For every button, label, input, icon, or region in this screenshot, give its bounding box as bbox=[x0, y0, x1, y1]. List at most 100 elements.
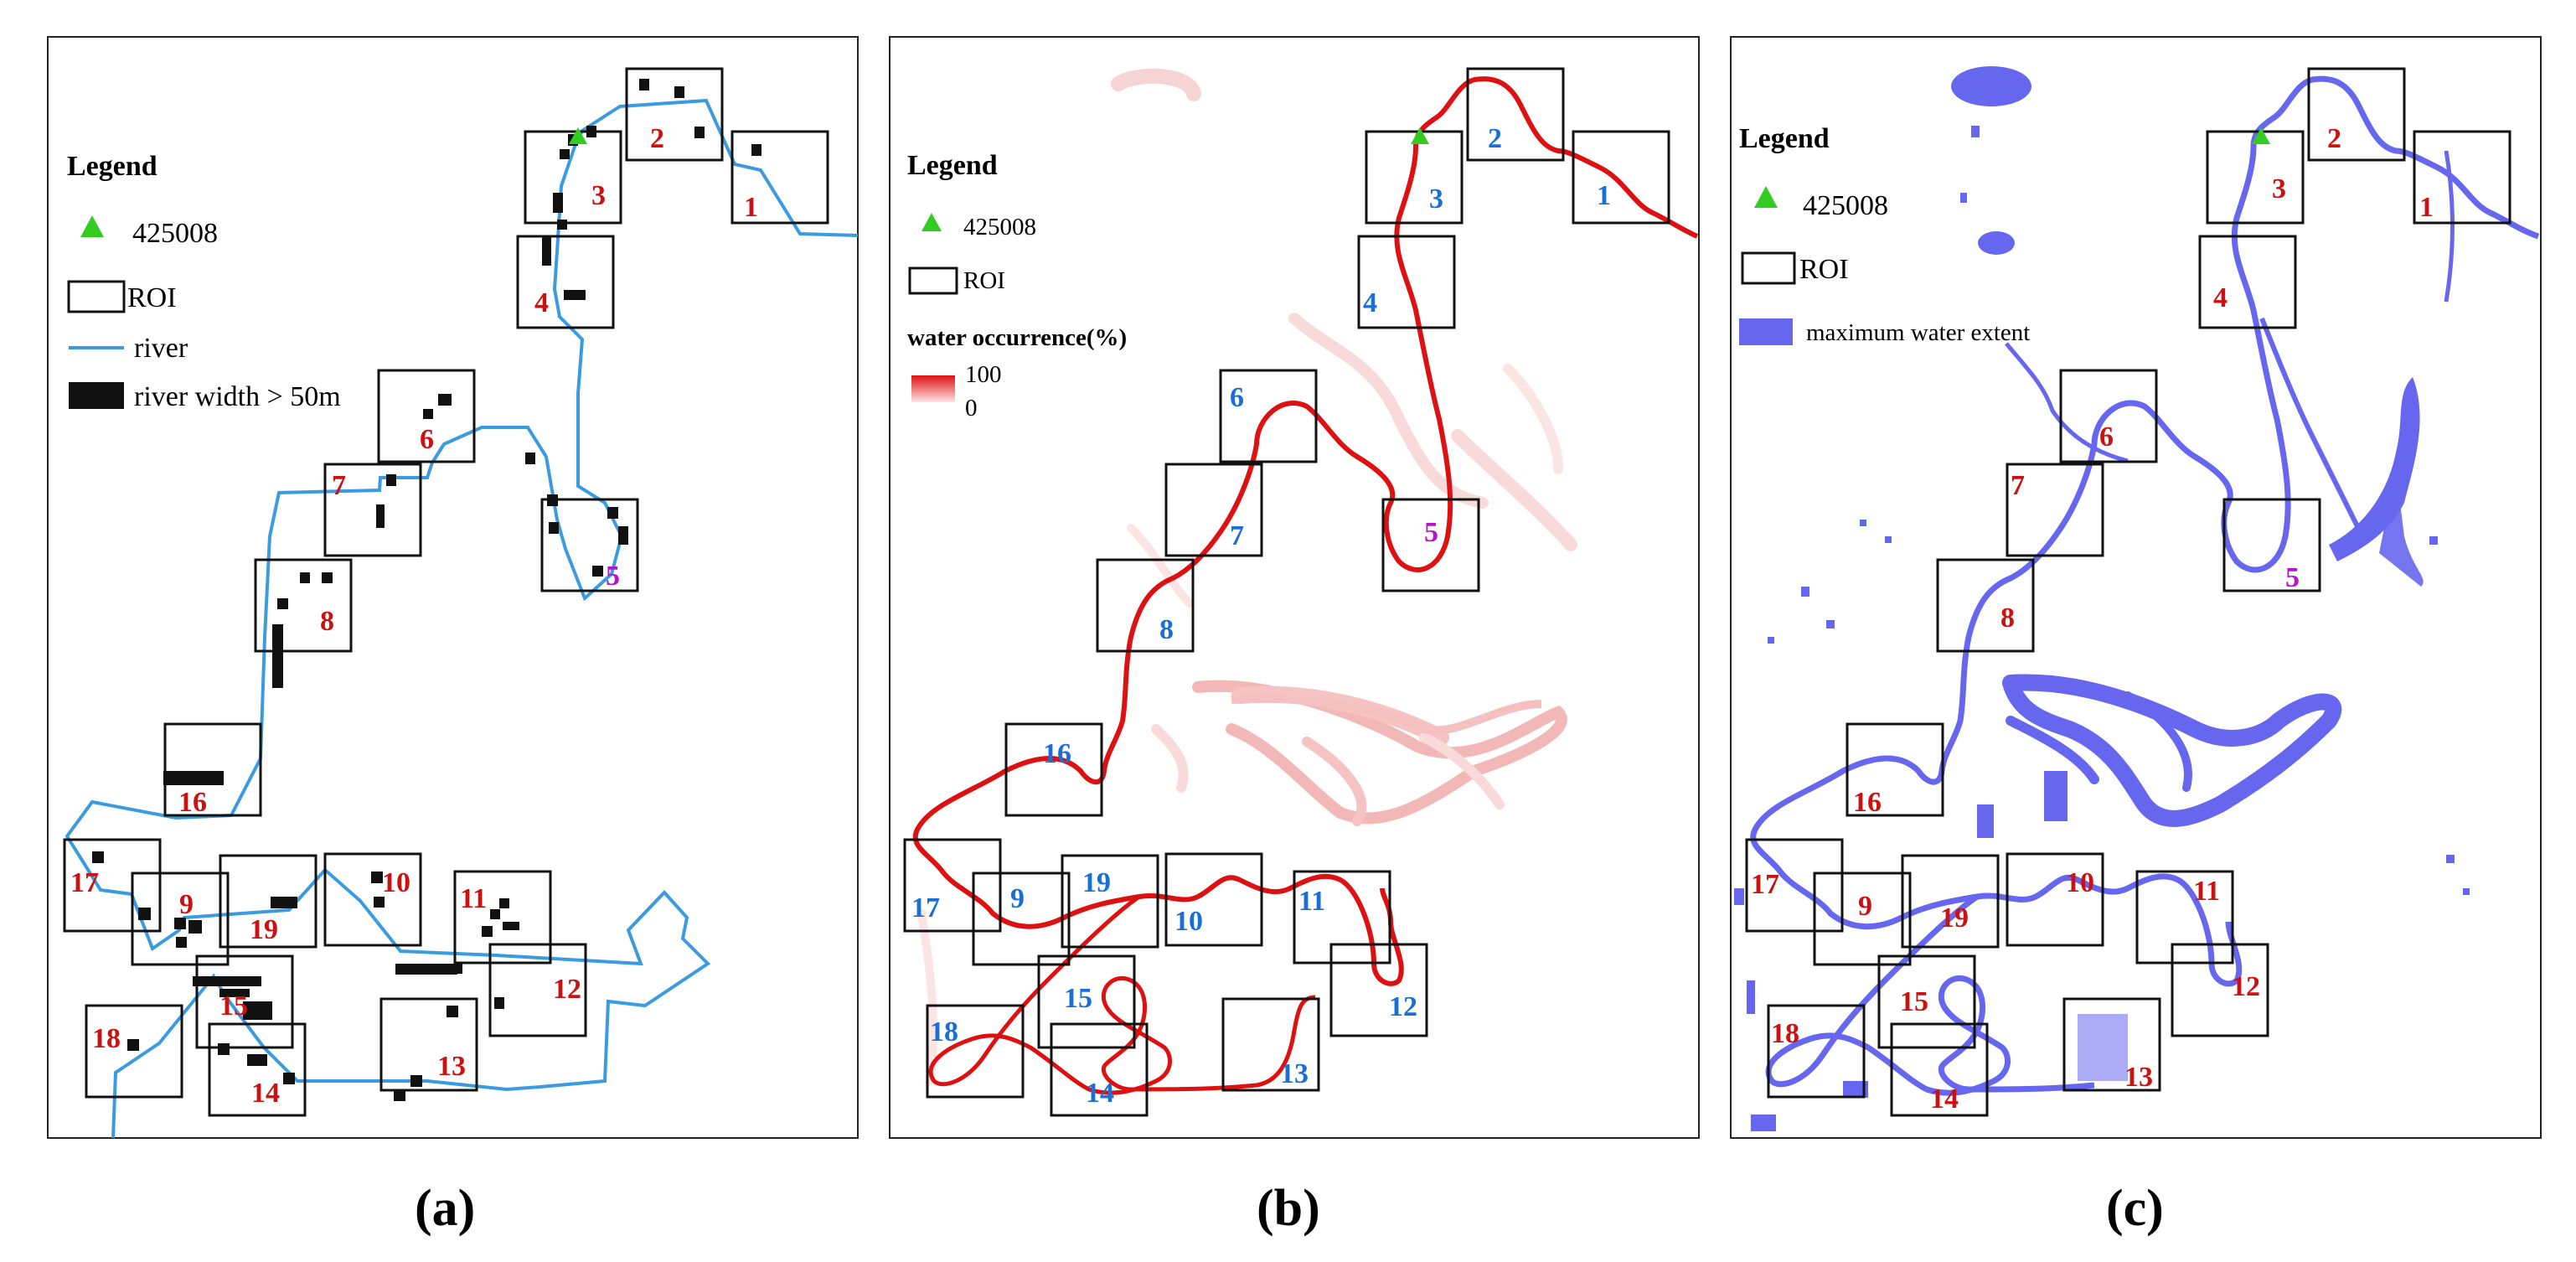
roi-label: 14 bbox=[1086, 1078, 1114, 1109]
roi-label: 11 bbox=[1298, 886, 1325, 917]
legend-river: river bbox=[134, 333, 188, 364]
panel-c: 1 2 3 4 5 6 7 8 9 10 11 12 13 14 15 16 1… bbox=[1730, 36, 2542, 1237]
panel-a: 1 2 3 4 5 6 7 8 9 10 11 12 13 14 15 16 1… bbox=[47, 36, 859, 1237]
roi-label: 7 bbox=[2011, 470, 2025, 501]
station-marker-a bbox=[569, 127, 587, 144]
roi-label: 13 bbox=[2124, 1062, 2153, 1093]
station-triangle-icon bbox=[1754, 186, 1778, 208]
roi-label: 16 bbox=[1853, 787, 1882, 818]
roi-label: 4 bbox=[534, 287, 549, 318]
roi-label: 6 bbox=[1230, 382, 1244, 413]
roi-label: 7 bbox=[1230, 520, 1244, 551]
roi-label: 4 bbox=[1363, 287, 1377, 318]
roi-label: 12 bbox=[2232, 971, 2260, 1002]
roi-label: 6 bbox=[420, 424, 434, 455]
roi-label: 16 bbox=[178, 787, 207, 818]
map-frame-b bbox=[889, 36, 1700, 1139]
station-triangle-icon bbox=[80, 215, 104, 237]
legend-extent: maximum water extent bbox=[1806, 319, 2030, 346]
roi-label: 5 bbox=[1424, 517, 1438, 548]
caption-b: (b) bbox=[1257, 1180, 1320, 1237]
station-marker-c bbox=[2252, 127, 2270, 144]
width-blocks-a bbox=[92, 79, 761, 1101]
river-occurrence-b-lower bbox=[928, 894, 1316, 1095]
roi-label: 16 bbox=[1043, 738, 1071, 769]
roi-label: 13 bbox=[1280, 1058, 1309, 1089]
caption-a: (a) bbox=[415, 1180, 475, 1237]
station-triangle-icon bbox=[921, 213, 942, 231]
roi-label: 12 bbox=[1389, 991, 1417, 1022]
legend-occurrence-max: 100 bbox=[965, 361, 1002, 388]
roi-label: 11 bbox=[460, 883, 487, 914]
roi-label: 15 bbox=[1064, 983, 1092, 1014]
legend-station: 425008 bbox=[1803, 190, 1888, 221]
roi-label: 10 bbox=[1174, 906, 1203, 937]
extent-loop-c bbox=[2002, 674, 2342, 827]
roi-box-icon bbox=[908, 266, 958, 295]
legend-title: Legend bbox=[1739, 123, 1830, 154]
roi-label: 15 bbox=[1900, 986, 1928, 1017]
occurrence-gradient-icon bbox=[911, 375, 955, 402]
roi-label: 8 bbox=[320, 606, 334, 637]
roi-label: 12 bbox=[553, 974, 581, 1005]
roi-boxes-b bbox=[903, 67, 1670, 1117]
roi-label: 19 bbox=[1082, 867, 1111, 898]
roi-label: 18 bbox=[92, 1023, 121, 1054]
roi-label: 14 bbox=[251, 1078, 280, 1109]
roi-boxes-c bbox=[1745, 67, 2511, 1117]
roi-boxes-a bbox=[63, 67, 829, 1117]
roi-label: 15 bbox=[219, 990, 248, 1021]
roi-label: 9 bbox=[179, 889, 194, 920]
roi-label: 19 bbox=[250, 914, 278, 945]
legend-width: river width > 50m bbox=[134, 381, 341, 412]
roi-label: 13 bbox=[437, 1051, 466, 1082]
roi-label: 8 bbox=[1159, 614, 1174, 645]
roi-label: 19 bbox=[1940, 903, 1969, 934]
roi-label: 5 bbox=[2285, 562, 2300, 593]
occurrence-faint-b2 bbox=[1231, 694, 1542, 735]
legend-a: Legend 425008 ROI river river width > 50… bbox=[67, 151, 341, 412]
width-bar-icon bbox=[69, 382, 124, 409]
panel-b: 1 2 3 4 5 6 7 8 9 10 11 12 13 14 15 16 1… bbox=[889, 36, 1700, 1237]
roi-label: 3 bbox=[591, 180, 606, 211]
legend-station: 425008 bbox=[963, 214, 1036, 241]
roi-label: 9 bbox=[1858, 891, 1872, 922]
extent-speckle-c bbox=[1734, 520, 2470, 1131]
roi-label: 9 bbox=[1010, 883, 1025, 914]
legend-title: Legend bbox=[67, 151, 157, 182]
roi-labels-c: 1 2 3 4 5 6 7 8 9 10 11 12 13 14 15 16 1… bbox=[1751, 123, 2434, 1115]
roi-label: 1 bbox=[744, 192, 758, 223]
roi-label: 1 bbox=[2419, 192, 2434, 223]
legend-occurrence-title: water occurrence(%) bbox=[907, 324, 1127, 351]
roi-label: 3 bbox=[2272, 173, 2286, 204]
roi-label: 11 bbox=[2193, 876, 2220, 907]
roi-label: 8 bbox=[2000, 603, 2015, 634]
roi-box-icon bbox=[1741, 251, 1796, 285]
extent-river-c bbox=[1750, 75, 2540, 1096]
roi-label: 14 bbox=[1930, 1084, 1959, 1115]
roi-label: 3 bbox=[1429, 184, 1443, 215]
legend-occurrence-min: 0 bbox=[965, 395, 978, 422]
roi-labels-a: 1 2 3 4 5 6 7 8 9 10 11 12 13 14 15 16 1… bbox=[70, 123, 758, 1109]
roi-label: 6 bbox=[2099, 422, 2114, 453]
roi-box-icon bbox=[67, 280, 126, 313]
legend-roi: ROI bbox=[963, 267, 1005, 294]
roi-label: 18 bbox=[930, 1016, 958, 1047]
legend-title: Legend bbox=[907, 150, 998, 181]
roi-label: 7 bbox=[332, 470, 346, 501]
roi-label: 2 bbox=[2327, 123, 2341, 154]
legend-c: Legend 425008 ROI maximum water extent bbox=[1739, 123, 2030, 346]
extent-swatch-icon bbox=[1739, 318, 1793, 345]
roi-label: 10 bbox=[382, 867, 410, 898]
roi-label: 1 bbox=[1597, 180, 1611, 211]
roi-label: 2 bbox=[1488, 123, 1502, 154]
caption-c: (c) bbox=[2106, 1180, 2164, 1237]
roi-label: 4 bbox=[2213, 282, 2228, 313]
legend-roi: ROI bbox=[127, 282, 177, 313]
roi-label: 5 bbox=[606, 561, 620, 592]
roi-label: 17 bbox=[911, 892, 940, 923]
legend-station: 425008 bbox=[132, 218, 218, 249]
roi-label: 17 bbox=[70, 867, 99, 898]
station-marker-b bbox=[1411, 127, 1429, 144]
